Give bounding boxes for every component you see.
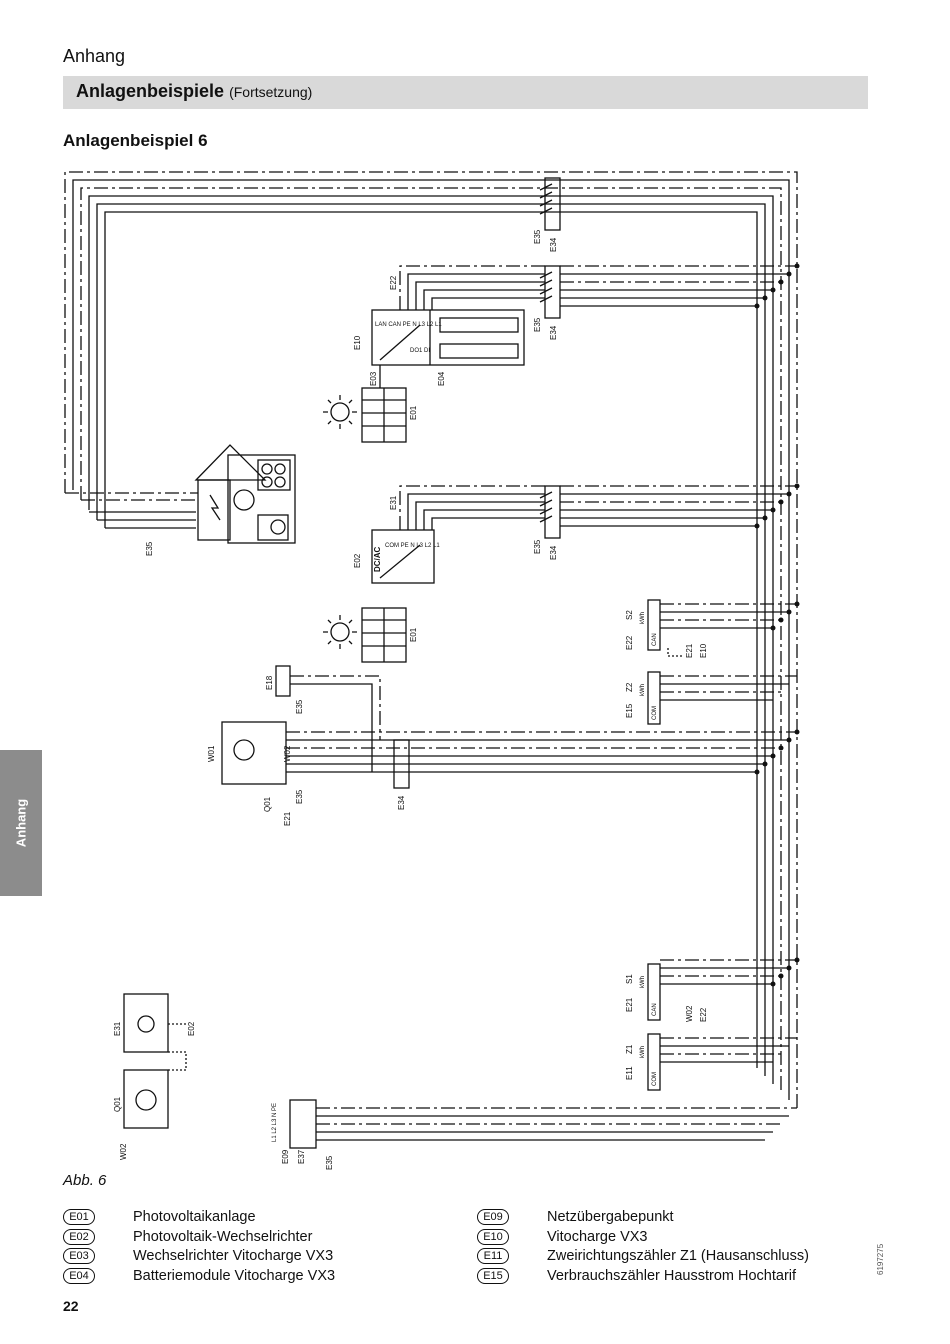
label-e34-mid: E34 xyxy=(549,545,558,560)
legend-item: E09 Netzübergabepunkt xyxy=(477,1209,674,1229)
legend-text: Wechselrichter Vitocharge VX3 xyxy=(133,1248,334,1264)
label-e35-w: E35 xyxy=(295,789,304,804)
legend-text: Netzübergabepunkt xyxy=(547,1209,674,1225)
label-e35-mid: E35 xyxy=(533,539,542,554)
label-com-z1: COM xyxy=(652,1072,658,1086)
legend-right: E09 Netzübergabepunkt E10 Vitocharge VX3 E… xyxy=(477,1209,809,1288)
label-q01-small: Q01 xyxy=(113,1096,122,1112)
figure-caption: Abb. 6 xyxy=(63,1172,107,1189)
label-e34-bottom: E34 xyxy=(397,795,406,810)
title-text: Anlagenbeispiele xyxy=(76,81,225,101)
legend-code: E02 xyxy=(63,1228,95,1245)
label-e34-top1: E34 xyxy=(549,237,558,252)
label-e18: E18 xyxy=(265,675,274,690)
label-terminal-mid: COM PE N L3 L2 L1 xyxy=(385,543,440,549)
label-e34-top2: E34 xyxy=(549,325,558,340)
label-com-z2: COM xyxy=(652,706,658,720)
label-w01: W01 xyxy=(207,745,216,762)
legend-item: E01 Photovoltaikanlage xyxy=(63,1209,256,1229)
legend-text: Zweirichtungszähler Z1 (Hausanschluss) xyxy=(547,1248,809,1264)
label-e35-top2: E35 xyxy=(533,317,542,332)
side-tab: Anhang xyxy=(0,750,42,896)
label-e22-s2: E22 xyxy=(625,635,634,650)
label-e35-house: E35 xyxy=(145,541,154,556)
label-e35-bottom: E35 xyxy=(325,1155,334,1170)
label-kwh-s1: kWh xyxy=(640,976,646,988)
label-can-s2: CAN xyxy=(652,633,658,646)
legend-code: E10 xyxy=(477,1228,509,1245)
document-id: 6197275 xyxy=(876,1243,885,1275)
legend-item: E02 Photovoltaik-Wechselrichter xyxy=(63,1228,312,1249)
label-e02: E02 xyxy=(353,553,362,568)
label-s1: S1 xyxy=(625,974,634,984)
example-title: Anlagenbeispiel 6 xyxy=(63,131,208,150)
label-grid-terms: L1 L2 L3 N PE xyxy=(272,1103,278,1142)
legend-left: E01 Photovoltaikanlage E02 Photovoltaik-We… xyxy=(63,1209,335,1288)
label-e31: E31 xyxy=(389,495,398,510)
legend-item: E03 Wechselrichter Vitocharge VX3 xyxy=(63,1248,333,1268)
label-dcac: DC/AC xyxy=(373,546,382,572)
label-e04: E04 xyxy=(437,371,446,386)
legend-item: E11 Zweirichtungszähler Z1 (Hausanschluss… xyxy=(477,1248,809,1268)
label-e21-q: E21 xyxy=(283,811,292,826)
label-e37: E37 xyxy=(297,1149,306,1164)
page-number: 22 xyxy=(63,1298,79,1314)
label-s2: S2 xyxy=(625,610,634,620)
legend-code: E04 xyxy=(63,1267,95,1284)
label-e15-z2: E15 xyxy=(625,703,634,718)
legend-code: E09 xyxy=(477,1209,509,1226)
label-e21-s2: E21 xyxy=(685,643,694,658)
title-subtitle: (Fortsetzung) xyxy=(229,84,313,100)
legend-code: E15 xyxy=(477,1267,509,1284)
label-z1: Z1 xyxy=(625,1044,634,1054)
wiring-diagram: E22 E10 E03 E04 E01 E35 E34 E35 E34 E35 … xyxy=(64,171,800,1170)
label-can-s1: CAN xyxy=(652,1003,658,1016)
label-e01-mid: E01 xyxy=(409,627,418,642)
label-e22-s1: E22 xyxy=(699,1007,708,1022)
legend-item: E15 Verbrauchszähler Hausstrom Hochtarif xyxy=(477,1267,796,1288)
label-kwh-s2: kWh xyxy=(640,612,646,624)
label-e09: E09 xyxy=(281,1149,290,1164)
legend-text: Batteriemodule Vitocharge VX3 xyxy=(133,1267,336,1284)
legend-text: Vitocharge VX3 xyxy=(547,1228,648,1245)
label-z2: Z2 xyxy=(625,682,634,692)
label-w02: W02 xyxy=(283,745,292,762)
label-e35-e18: E35 xyxy=(295,699,304,714)
page-title: Anlagenbeispiele (Fortsetzung) xyxy=(76,81,312,102)
header-bar: Anlagenbeispiele (Fortsetzung) xyxy=(63,76,868,109)
label-terminal-top: LAN CAN PE N L3 L2 L1 xyxy=(375,322,442,328)
label-do1-di: DO1 DI xyxy=(410,348,430,354)
label-kwh-z1: kWh xyxy=(640,1046,646,1058)
legend-text: Photovoltaik-Wechselrichter xyxy=(133,1228,313,1245)
legend-text: Verbrauchszähler Hausstrom Hochtarif xyxy=(547,1267,797,1284)
legend-code: E11 xyxy=(477,1248,509,1265)
label-w02-s1: W02 xyxy=(685,1005,694,1022)
label-q01: Q01 xyxy=(263,796,272,812)
label-e10-s2: E10 xyxy=(699,643,708,658)
label-w02-small: W02 xyxy=(119,1143,128,1160)
label-e22-top: E22 xyxy=(389,275,398,290)
legend-text: Photovoltaikanlage xyxy=(133,1209,256,1225)
label-e02-small: E02 xyxy=(187,1021,196,1036)
label-e31-small: E31 xyxy=(113,1021,122,1036)
label-e35-top1: E35 xyxy=(533,229,542,244)
legend-code: E03 xyxy=(63,1248,95,1265)
label-kwh-z2: kWh xyxy=(640,684,646,696)
legend-item: E04 Batteriemodule Vitocharge VX3 xyxy=(63,1267,335,1288)
legend-code: E01 xyxy=(63,1209,95,1226)
side-tab-label: Anhang xyxy=(13,798,29,848)
label-e21-s1: E21 xyxy=(625,997,634,1012)
label-e03: E03 xyxy=(369,371,378,386)
label-e01-top: E01 xyxy=(409,405,418,420)
section-label: Anhang xyxy=(63,46,126,66)
label-e10: E10 xyxy=(353,335,362,350)
legend-item: E10 Vitocharge VX3 xyxy=(477,1228,648,1249)
label-e11-z1: E11 xyxy=(625,1066,634,1080)
